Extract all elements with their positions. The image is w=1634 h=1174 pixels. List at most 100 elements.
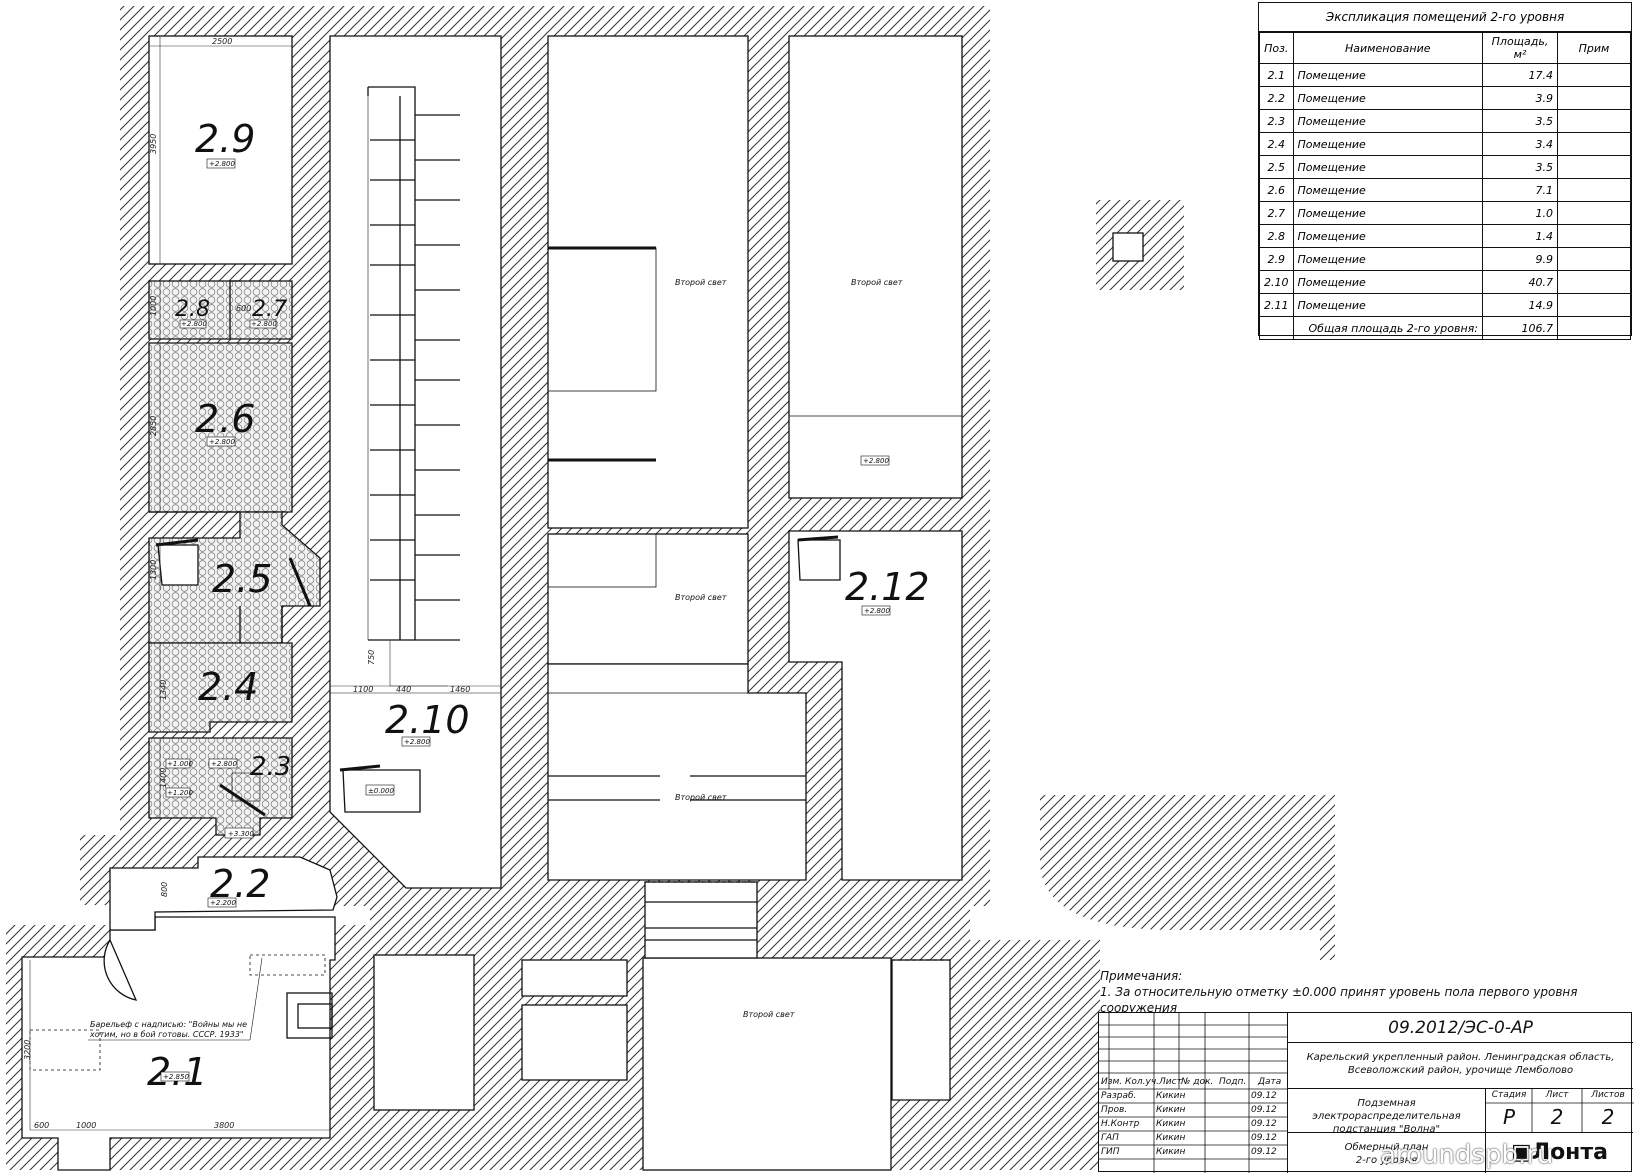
level-2-7: +2.800 xyxy=(251,320,277,328)
room-labels: 2.9 2.8 2.7 2.6 2.5 2.4 2.3 2.2 2.1 2.10… xyxy=(147,117,930,1094)
room-2-6: 2.6 xyxy=(195,397,255,441)
level-2-8: +2.800 xyxy=(181,320,207,328)
level-zero: ±0.000 xyxy=(368,787,394,795)
room-2-8: 2.8 xyxy=(175,297,210,322)
second-light-1: Второй свет xyxy=(675,278,727,287)
room-2-10: 2.10 xyxy=(385,698,470,742)
svg-text:1000: 1000 xyxy=(149,296,158,316)
col-pos: Поз. xyxy=(1259,32,1294,64)
object-name: Подземная электрораспределительная подст… xyxy=(1287,1089,1485,1135)
svg-text:Барельеф с надписью: "Войны мы: Барельеф с надписью: "Войны мы не xyxy=(90,1020,247,1029)
level-2-12: +2.800 xyxy=(864,607,890,615)
level-marks: +2.800 +2.800 +2.800 +2.800 +2.800 +1.00… xyxy=(160,158,890,1082)
room-2-5: 2.5 xyxy=(212,557,272,601)
explication-total-row: Общая площадь 2-го уровня: 106.7 xyxy=(1259,316,1631,340)
sheet-value: 2 xyxy=(1550,1105,1564,1129)
second-light-4: Второй свет xyxy=(675,793,727,802)
second-light-5: Второй свет xyxy=(743,1010,795,1019)
total-label: Общая площадь 2-го уровня: xyxy=(1292,316,1483,340)
signature-date: 09.12 xyxy=(1251,1133,1277,1143)
level-2-3: +2.800 xyxy=(211,760,237,768)
svg-text:1460: 1460 xyxy=(450,685,470,694)
explication-table: Экспликация помещений 2-го уровня Поз. Н… xyxy=(1258,2,1632,340)
room-voids xyxy=(21,35,1144,1171)
sheet-title: Обмерный план 2-го уровня xyxy=(1287,1133,1485,1173)
col-note: Прим xyxy=(1557,32,1631,64)
svg-text:2500: 2500 xyxy=(212,37,232,46)
svg-text:600: 600 xyxy=(34,1121,49,1130)
location: Карельский укрепленный район. Ленинградс… xyxy=(1287,1043,1633,1089)
room-2-7: 2.7 xyxy=(252,297,287,322)
svg-text:750: 750 xyxy=(367,650,376,665)
level-2-10: +2.800 xyxy=(404,738,430,746)
signature-date: 09.12 xyxy=(1251,1119,1277,1129)
col-area: Площадь,м² xyxy=(1482,32,1558,64)
svg-text:1340: 1340 xyxy=(159,680,168,700)
svg-text:800: 800 xyxy=(160,882,169,897)
svg-text:600: 600 xyxy=(236,304,251,313)
room-2-9: 2.9 xyxy=(195,117,255,161)
svg-text:хотим, но в бой готовы. СССР.: хотим, но в бой готовы. СССР. 1933" xyxy=(89,1030,244,1039)
svg-text:1300: 1300 xyxy=(149,560,158,580)
notes-title: Примечания: xyxy=(1100,969,1183,983)
room-2-12: 2.12 xyxy=(845,565,930,609)
title-block: Изм. Кол.уч. Лист № док. Подп. Дата Разр… xyxy=(1098,1012,1634,1173)
svg-text:1100: 1100 xyxy=(353,685,373,694)
stage-block: Стадия Лист Листов Р 2 2 xyxy=(1485,1089,1634,1133)
explication-header-row: Поз. Наименование Площадь,м² Прим xyxy=(1259,32,1631,64)
signature-name: Кикин xyxy=(1156,1091,1186,1101)
signature-role: Разраб. xyxy=(1101,1091,1137,1101)
svg-text:440: 440 xyxy=(396,685,411,694)
second-light-2: Второй свет xyxy=(851,278,903,287)
signature-date: 09.12 xyxy=(1251,1091,1277,1101)
partitions xyxy=(29,86,962,1071)
signature-role: ГИП xyxy=(1101,1147,1120,1157)
level-2-2-top: +3.300 xyxy=(228,830,254,838)
watermark: aroundspb.ru xyxy=(1380,1140,1554,1170)
level-2-3-b: +1.000 xyxy=(167,760,193,768)
signature-role: Н.Контр xyxy=(1101,1119,1140,1129)
level-2-6: +2.800 xyxy=(209,438,235,446)
level-2-9: +2.800 xyxy=(209,160,235,168)
signature-name: Кикин xyxy=(1156,1133,1186,1143)
signature-name: Кикин xyxy=(1156,1119,1186,1129)
bas-relief-note: Барельеф с надписью: "Войны мы не хотим,… xyxy=(88,957,263,1041)
title-block-grid xyxy=(1099,1013,1287,1173)
svg-text:1400: 1400 xyxy=(159,768,168,788)
second-light-3: Второй свет xyxy=(675,593,727,602)
signature-name: Кикин xyxy=(1156,1105,1186,1115)
level-2-3-c: +1.200 xyxy=(167,789,193,797)
signature-role: Пров. xyxy=(1101,1105,1128,1115)
dimension-text: 2500 3950 1000 600 2850 1300 1340 1400 8… xyxy=(23,37,470,1130)
signature-date: 09.12 xyxy=(1251,1105,1277,1115)
svg-text:2850: 2850 xyxy=(149,416,158,436)
signature-role: ГАП xyxy=(1101,1133,1119,1143)
signature-date: 09.12 xyxy=(1251,1147,1277,1157)
level-2-2: +2.200 xyxy=(210,899,236,907)
dimension-lines xyxy=(29,36,501,1131)
notes: Примечания: 1. За относительную отметку … xyxy=(1100,968,1634,1016)
sheets-value: 2 xyxy=(1601,1105,1615,1129)
drawing-code: 09.2012/ЭС-0-АР xyxy=(1287,1013,1633,1043)
room-2-3: 2.3 xyxy=(250,752,291,782)
level-right: +2.800 xyxy=(863,457,889,465)
second-light-labels: Второй свет Второй свет Второй свет Втор… xyxy=(675,278,903,1019)
svg-text:3200: 3200 xyxy=(23,1040,32,1060)
room-2-4: 2.4 xyxy=(198,665,258,709)
notes-item-1: 1. За относительную отметку ±0.000 приня… xyxy=(1100,985,1578,1015)
level-2-1: +2.850 xyxy=(163,1073,189,1081)
stage-value: Р xyxy=(1502,1105,1516,1129)
svg-text:1000: 1000 xyxy=(76,1121,96,1130)
